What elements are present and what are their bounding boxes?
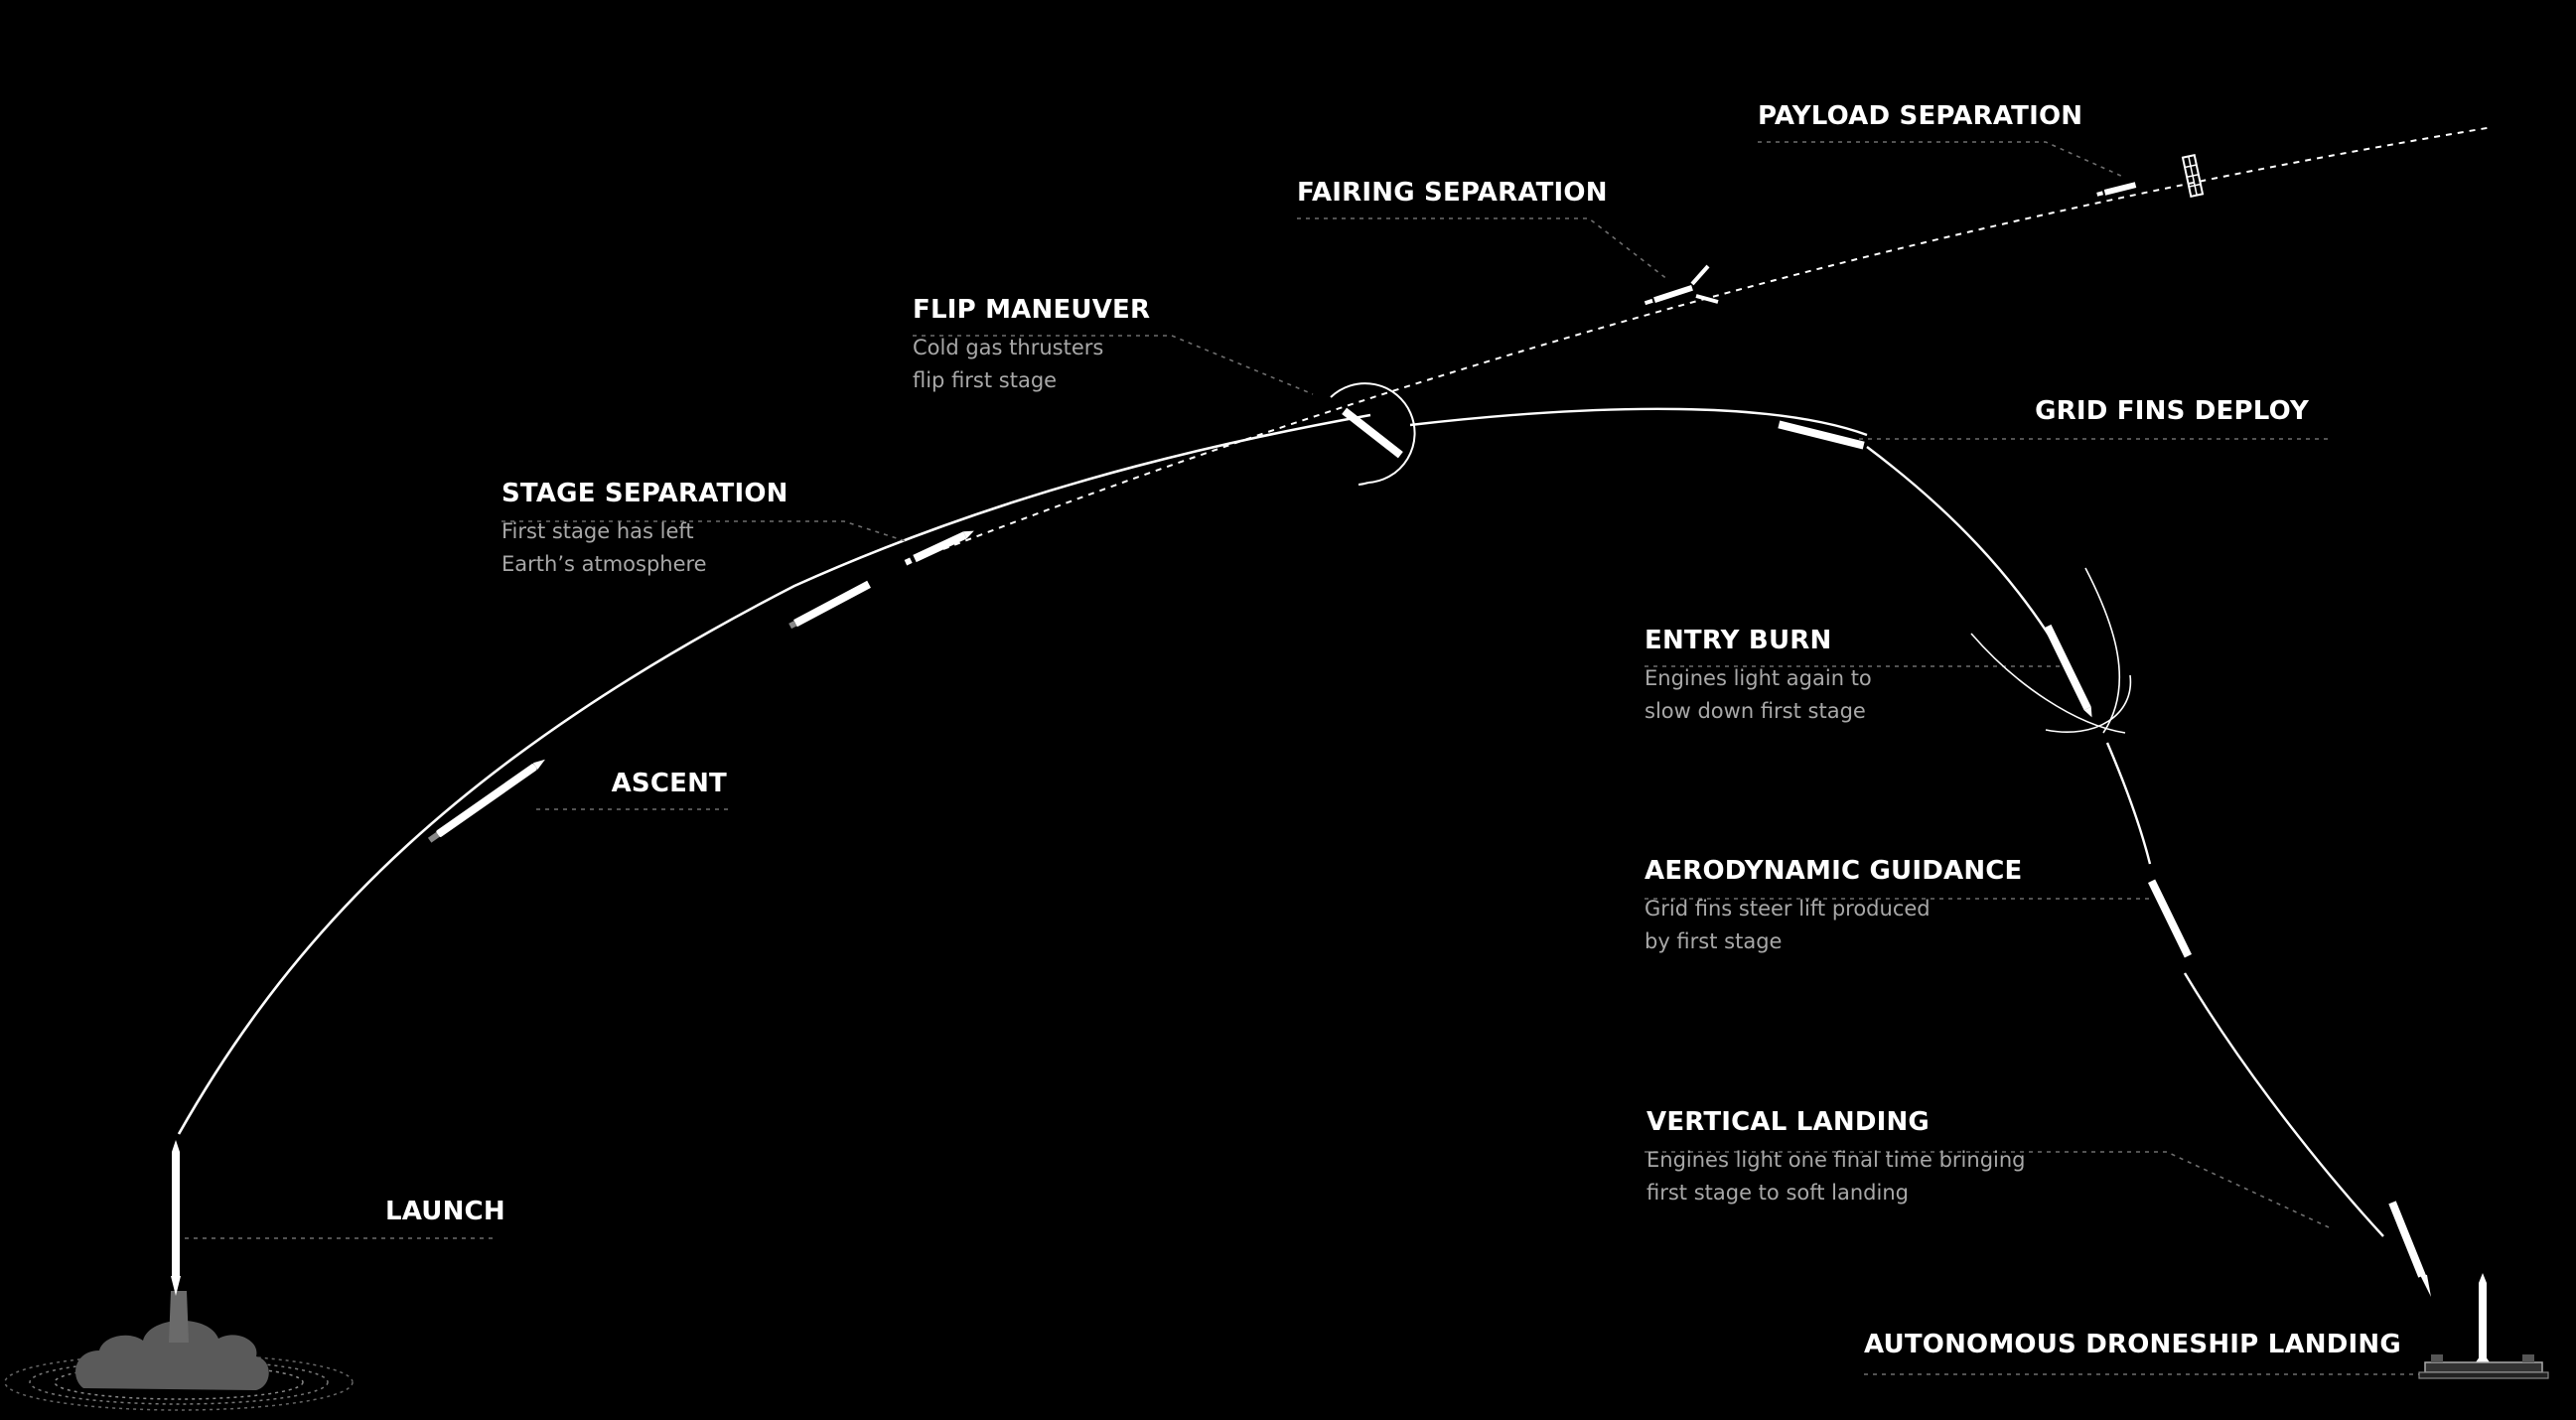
flip-maneuver-icon — [1330, 382, 1416, 486]
droneship-landing-icon — [2418, 1273, 2549, 1379]
aerodynamic-guidance-icon — [2147, 879, 2193, 958]
stage-title: FAIRING SEPARATION — [1297, 178, 1608, 208]
stage-title: VERTICAL LANDING — [1646, 1107, 1930, 1137]
vertical-landing-icon — [2388, 1201, 2431, 1297]
first-stage-separated-icon — [788, 580, 871, 630]
rocket-launch-icon — [171, 1140, 181, 1296]
entry-burn-icon — [1970, 567, 2132, 734]
stage-title: STAGE SEPARATION — [501, 479, 788, 508]
descent-trajectory-middle — [2105, 742, 2152, 865]
grid-fins-deploy-icon — [1778, 420, 1865, 450]
stage-title: LAUNCH — [385, 1197, 505, 1226]
stage-grid-fins-deploy: GRID FINS DEPLOY — [2006, 395, 2309, 427]
second-stage-trajectory — [942, 126, 2494, 550]
ascent-trajectory — [177, 413, 1371, 1135]
stage-title: ASCENT — [611, 769, 727, 798]
stage-aerodynamic-guidance: AERODYNAMIC GUIDANCE Grid fins steer lif… — [1645, 855, 2023, 958]
stage-description-line: Engines light again to — [1645, 666, 1872, 690]
stage-payload-separation: PAYLOAD SEPARATION — [1758, 100, 2082, 132]
stage-title: GRID FINS DEPLOY — [2035, 396, 2309, 426]
stage-description-line: Engines light one final time bringing — [1646, 1148, 2026, 1172]
leader-stage-separation — [501, 520, 907, 542]
stage-droneship-landing: AUTONOMOUS DRONESHIP LANDING — [1864, 1329, 2401, 1360]
stage-flip-maneuver: FLIP MANEUVER Cold gas thrusters flip fi… — [913, 294, 1150, 397]
stage-title: PAYLOAD SEPARATION — [1758, 101, 2083, 131]
leader-fairing-separation — [1297, 217, 1669, 281]
leader-vertical-landing — [1645, 1151, 2330, 1228]
satellite-icon — [2181, 154, 2205, 198]
stage-title: ENTRY BURN — [1645, 626, 1832, 655]
stage-launch: LAUNCH — [385, 1196, 505, 1227]
stage-description-line: flip first stage — [913, 368, 1058, 392]
stage-title: AUTONOMOUS DRONESHIP LANDING — [1864, 1330, 2401, 1359]
leader-payload-separation — [1758, 141, 2124, 178]
stage-entry-burn: ENTRY BURN Engines light again to slow d… — [1645, 625, 1872, 728]
stage-title: FLIP MANEUVER — [913, 295, 1151, 325]
rocket-ascent-icon — [427, 759, 545, 843]
fairing-separation-icon — [1644, 264, 1719, 306]
descent-trajectory-upper — [1866, 446, 2070, 666]
second-stage-separated-icon — [904, 530, 974, 566]
stage-stage-separation: STAGE SEPARATION First stage has left Ea… — [501, 478, 788, 581]
stage-description-line: Earth’s atmosphere — [501, 552, 707, 576]
stage-description-line: Cold gas thrusters — [913, 336, 1104, 359]
leader-flip-maneuver — [913, 335, 1314, 395]
boostback-trajectory — [1409, 407, 1868, 437]
stage-title: AERODYNAMIC GUIDANCE — [1645, 856, 2023, 886]
stage-description-line: slow down first stage — [1645, 699, 1866, 723]
stage-vertical-landing: VERTICAL LANDING Engines light one final… — [1646, 1106, 2026, 1209]
leader-lines — [185, 141, 2423, 1375]
payload-separation-icon — [2096, 154, 2205, 198]
stage-description-line: first stage to soft landing — [1646, 1181, 1909, 1205]
stage-description-line: First stage has left — [501, 519, 694, 543]
stage-description-line: Grid fins steer lift produced — [1645, 897, 1931, 921]
descent-trajectory-lower — [2183, 972, 2384, 1237]
stage-ascent: ASCENT — [556, 768, 727, 799]
stage-fairing-separation: FAIRING SEPARATION — [1297, 177, 1608, 209]
launch-smoke — [4, 1291, 354, 1411]
stage-description-line: by first stage — [1645, 929, 1783, 953]
